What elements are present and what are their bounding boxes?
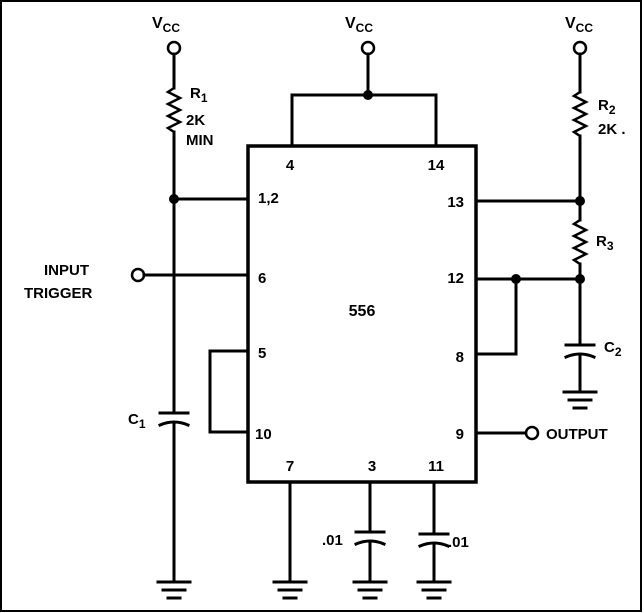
r1-value-min: MIN [186,132,214,149]
r2-value: 2K . [598,121,626,138]
svg-text:VCC: VCC [565,15,593,35]
r1-value: 2K [186,112,205,129]
pin-4-label: 4 [286,157,295,174]
wire-pin-5-10 [208,349,250,434]
vcc-terminal-circle [166,40,182,56]
junction-dot [575,196,585,206]
chip-label: 556 [349,303,376,320]
input-trigger-terminal [130,267,146,283]
c2-name: C2 [604,339,622,359]
pin-1-2-label: 1,2 [258,190,279,207]
output-label: OUTPUT [546,426,608,443]
r1-name: R1 [190,85,208,105]
ground-symbol [352,580,388,600]
input-label-line2: TRIGGER [24,285,93,302]
ground-symbol [272,580,308,600]
vcc-terminal-circle [572,40,588,56]
pin-3-label: 3 [368,458,376,475]
pin-11-label: 11 [428,458,444,475]
vcc-terminal-center: VCC [345,15,376,56]
c1-name: C1 [128,411,146,431]
resistor-r3 [571,218,589,266]
junction-dot [363,90,373,100]
svg-text:VCC: VCC [152,15,180,35]
ground-symbol [562,390,598,410]
pin-5-label: 5 [258,345,266,362]
output-terminal [524,425,540,441]
pin-9-label: 9 [456,426,464,443]
wire-pins-4-14 [290,93,438,148]
ground-symbol [416,580,452,600]
pin-12-label: 12 [447,270,464,287]
ground-symbol [156,580,192,600]
cap-pin11-value: .01 [448,534,469,551]
junction-dot [169,194,179,204]
r3-name: R3 [596,233,614,253]
input-label-line1: INPUT [44,262,89,279]
junction-dot [575,274,585,284]
ic-556-body [246,144,478,484]
svg-text:VCC: VCC [345,15,373,35]
vcc-terminal-circle [360,40,376,56]
r2-name: R2 [598,97,616,117]
pin-7-label: 7 [286,458,294,475]
resistor-r1 [165,86,183,134]
cap-pin3-value: .01 [322,532,343,549]
pin-14-label: 14 [428,157,445,174]
pin-6-label: 6 [258,270,266,287]
pin-8-label: 8 [456,349,464,366]
vcc-terminal-left: VCC [152,15,182,56]
vcc-terminal-right: VCC [565,15,593,56]
resistor-r2 [571,90,589,138]
pin-10-label: 10 [255,426,272,443]
wire-pin-8 [474,277,518,356]
pin-13-label: 13 [447,194,464,211]
